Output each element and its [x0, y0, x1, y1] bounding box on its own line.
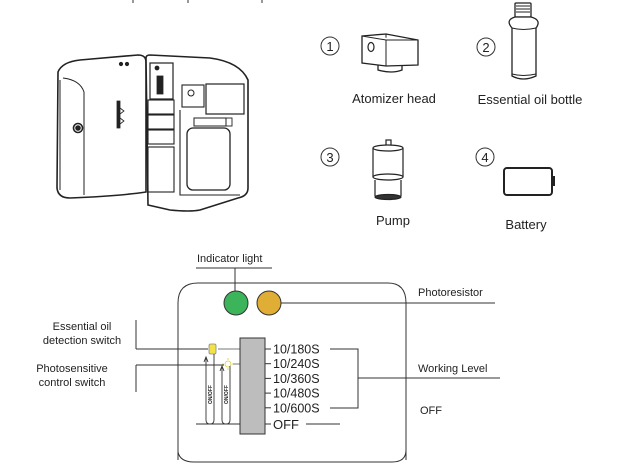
working-level-label: Working Level [418, 363, 488, 375]
number-badge [475, 147, 495, 167]
battery-icon [503, 167, 555, 196]
oil-switch-label-2: detection switch [43, 335, 121, 347]
oil-detection-switch[interactable] [208, 343, 217, 355]
level-label: 10/240S [273, 357, 320, 371]
off-callout-label: OFF [420, 405, 442, 417]
part-label: Atomizer head [352, 91, 436, 106]
part-number: 2 [482, 40, 489, 55]
number-badge [320, 36, 340, 56]
part-label: Essential oil bottle [478, 92, 583, 107]
level-label: 10/480S [273, 387, 320, 401]
number-badge [320, 147, 340, 167]
photoresistor-label: Photoresistor [418, 287, 483, 299]
off-level-label: OFF [273, 417, 299, 432]
working-level-slider[interactable] [239, 337, 266, 435]
indicator-light [223, 290, 249, 316]
pump-icon [372, 139, 404, 201]
part-1: 1 Atomizer head [320, 33, 436, 106]
oil-switch-label-1: Essential oil [53, 321, 112, 333]
level-label: 10/180S [273, 343, 320, 357]
level-label: 10/600S [273, 401, 320, 415]
part-3: 3 Pump [320, 139, 410, 228]
photo-switch-label-1: Photosensitive [36, 363, 108, 375]
part-number: 4 [481, 150, 488, 165]
photo-switch-label-2: control switch [39, 377, 106, 389]
photoresistor [256, 290, 282, 316]
toggle-text-2: ON/OFF [224, 385, 230, 404]
part-4: 4 Battery [475, 147, 555, 232]
level-label: 10/360S [273, 372, 320, 386]
part-label: Pump [376, 213, 410, 228]
top-clipped-marks [132, 0, 263, 3]
device-illustration [56, 54, 249, 212]
part-number: 1 [326, 39, 333, 54]
control-panel: Indicator light Photoresistor Essential … [36, 253, 500, 463]
number-badge [476, 37, 496, 57]
part-2: 2 Essential oil bottle [476, 2, 583, 107]
sun-icon [222, 358, 234, 370]
part-number: 3 [326, 150, 333, 165]
part-label: Battery [505, 217, 547, 232]
indicator-light-label: Indicator light [197, 253, 262, 265]
toggle-text-1: ON/OFF [208, 385, 214, 404]
atomizer-head-icon [361, 33, 419, 73]
oil-bottle-icon [508, 2, 539, 80]
